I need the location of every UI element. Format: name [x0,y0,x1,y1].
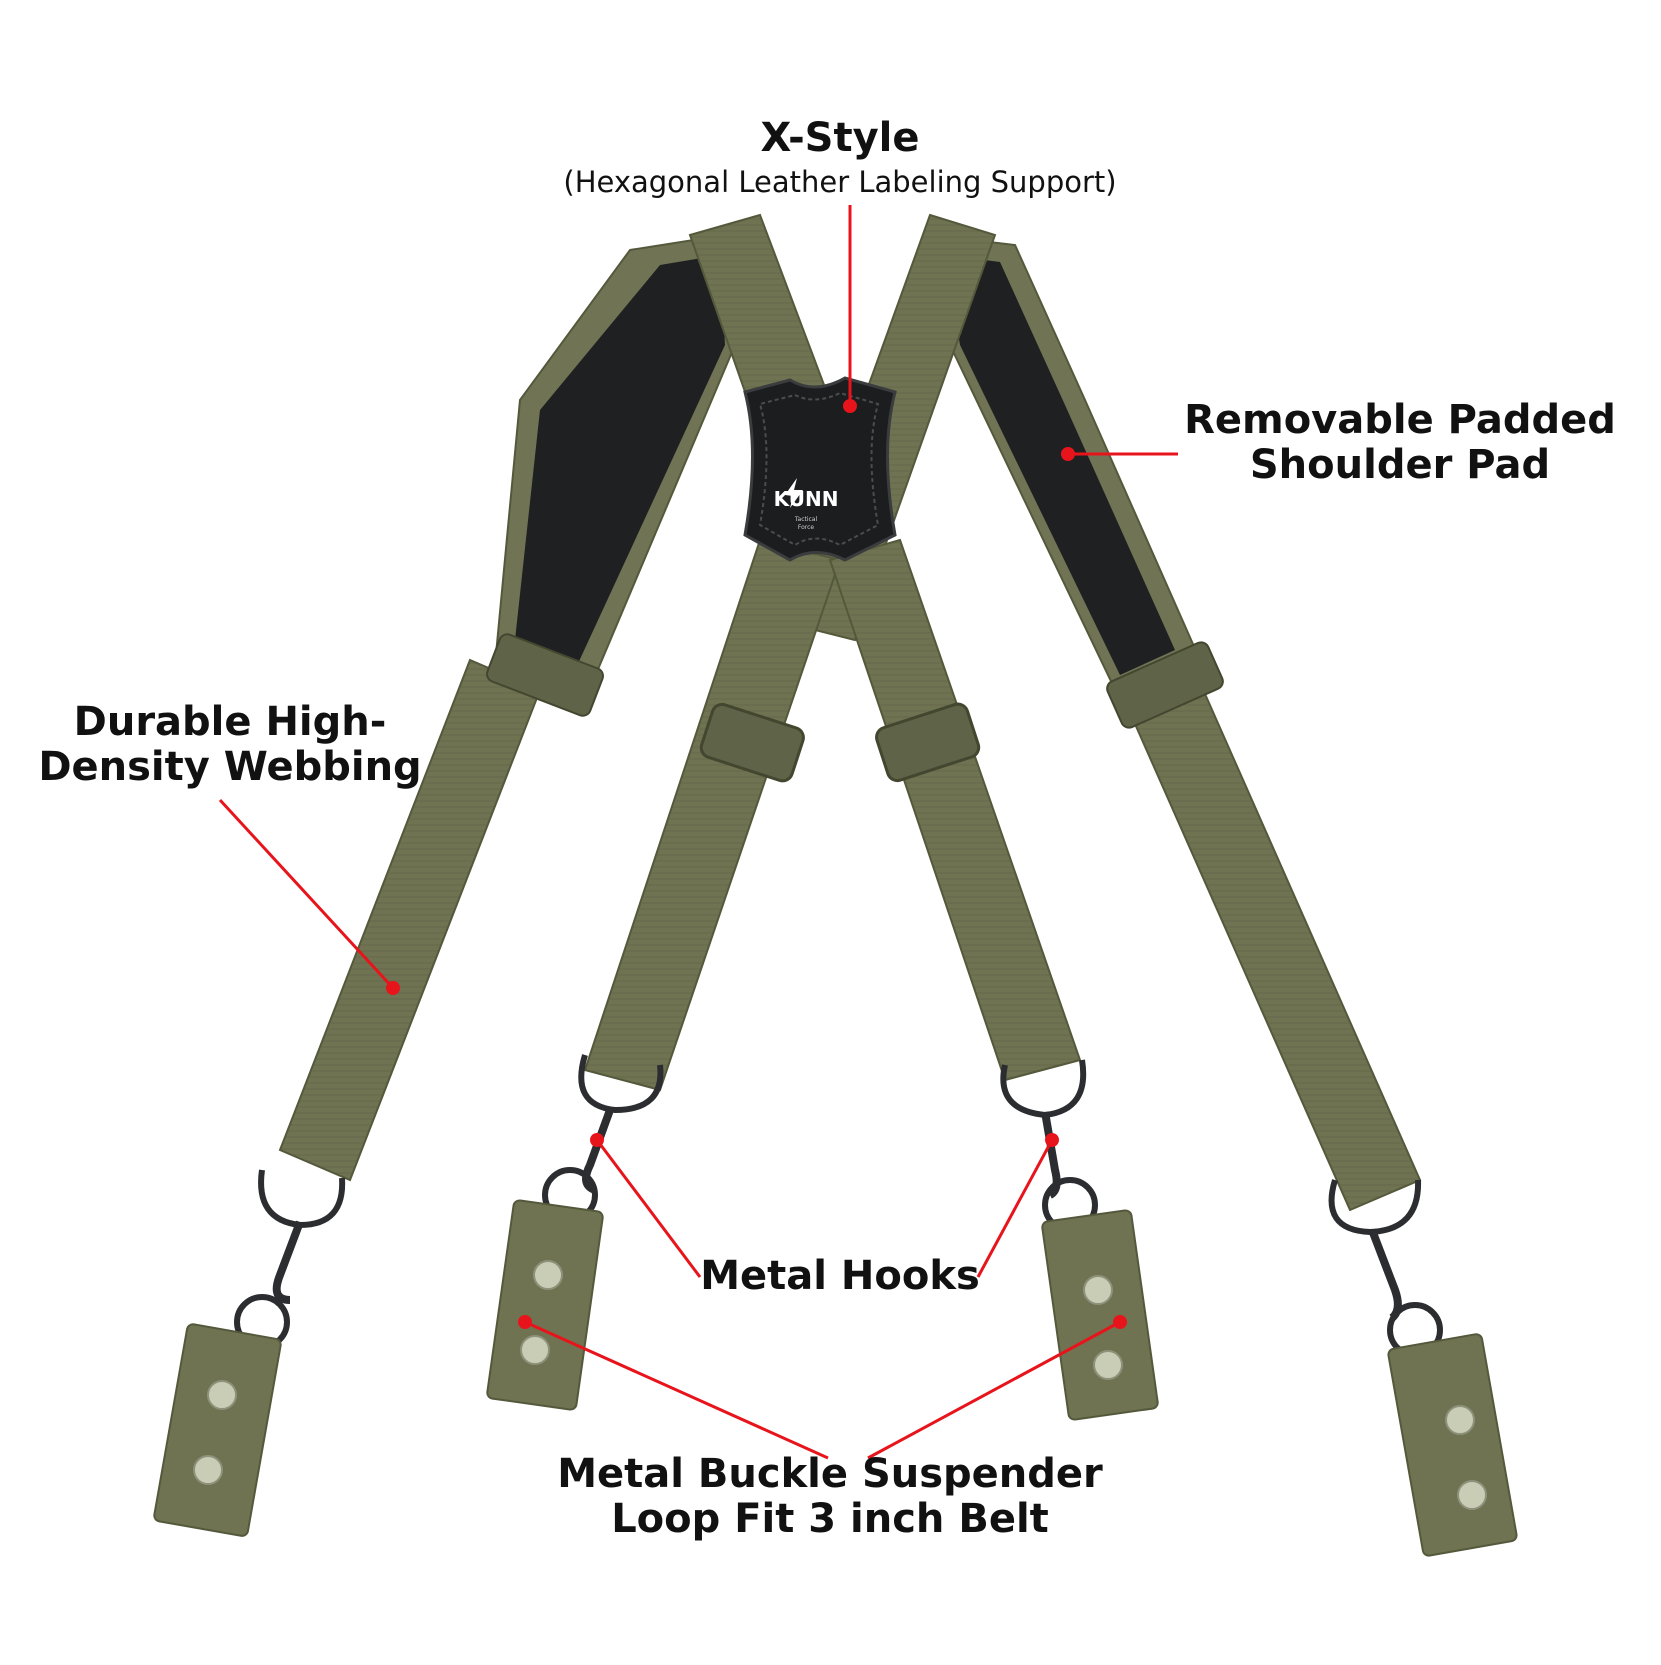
right-pad-slider [1106,641,1224,729]
callout-line-hooks-right [976,1139,1054,1278]
label-webbing-line2: Density Webbing [38,743,422,790]
snap-button [520,1335,550,1365]
callout-line-loop-left [524,1320,829,1460]
callout-line-webbing [218,798,395,990]
label-belt-loop: Metal Buckle Suspender Loop Fit 3 inch B… [520,1452,1140,1542]
label-belt-loop-line1: Metal Buckle Suspender [557,1451,1103,1497]
leather-patch: KUNN Tactical Force [743,376,897,562]
callout-dot [518,1315,532,1329]
label-webbing-line1: Durable High- [73,699,387,745]
right-inner-belt-loop [1041,1209,1159,1421]
label-webbing: Durable High- Density Webbing [20,700,440,790]
snap-button [1445,1405,1475,1435]
left-outer-belt-loop [153,1323,282,1537]
label-shoulder-pad: Removable Padded Shoulder Pad [1160,398,1640,488]
snap-button [193,1455,223,1485]
right-outer-strap [1118,658,1422,1212]
right-inner-hook-assembly [1000,1059,1159,1421]
callout-dot [843,399,857,413]
right-inner-adjuster [875,702,981,783]
label-shoulder-pad-line1: Removable Padded [1184,397,1616,443]
left-inner-adjuster [699,702,805,783]
snap-button [533,1260,563,1290]
callout-lines [218,205,1178,1460]
patch-brand: KUNN [774,487,839,511]
snap-button [1457,1480,1487,1510]
left-shoulder-pad [486,233,737,717]
snap-button [207,1380,237,1410]
lightning-logo-icon [785,478,803,508]
callout-line-loop-right [867,1320,1121,1460]
patch-tagline-1: Tactical [794,516,818,523]
snap-button [1083,1275,1113,1305]
left-inner-hook-assembly [486,1054,664,1411]
left-pad-slider [486,633,604,717]
callout-dot [386,981,400,995]
callout-dot [1061,447,1075,461]
callout-dot [1113,1315,1127,1329]
right-outer-hook-assembly [1328,1179,1518,1557]
left-inner-belt-loop [486,1199,604,1411]
patch-tagline-2: Force [798,524,815,531]
callout-dot [590,1133,604,1147]
right-outer-belt-loop [1387,1333,1518,1557]
label-x-style-title: X-Style [760,115,920,161]
callout-line-hooks-left [595,1139,702,1278]
callout-dot [1045,1133,1059,1147]
label-shoulder-pad-line2: Shoulder Pad [1249,441,1551,488]
label-metal-hooks: Metal Hooks [700,1253,980,1299]
snap-button [1093,1350,1123,1380]
label-belt-loop-line2: Loop Fit 3 inch Belt [611,1495,1049,1542]
label-x-style-subtitle: (Hexagonal Leather Labeling Support) [563,165,1117,199]
left-outer-hook-assembly [153,1169,346,1537]
